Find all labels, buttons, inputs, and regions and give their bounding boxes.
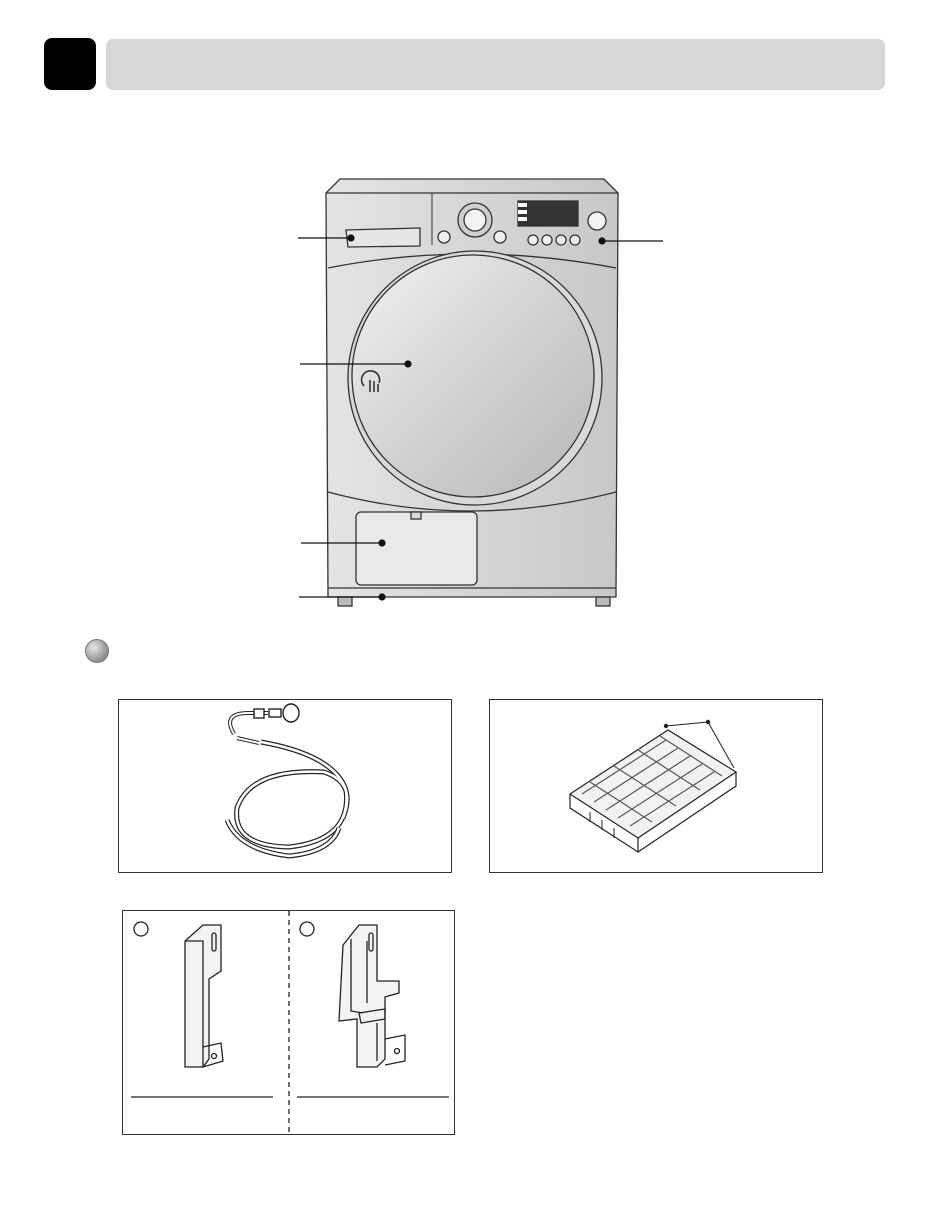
callout-lines bbox=[298, 234, 663, 601]
dryer-door bbox=[347, 250, 603, 506]
dryer-illustration bbox=[298, 178, 663, 607]
grey-ball-bullet-icon bbox=[85, 639, 109, 663]
accessory-drying-rack bbox=[489, 699, 823, 873]
accessory-brackets bbox=[122, 910, 455, 1136]
brackets-illustration bbox=[131, 911, 449, 1136]
header-bar bbox=[106, 39, 885, 90]
accessory-drain-hose bbox=[118, 699, 452, 873]
condenser-cover bbox=[355, 511, 478, 586]
touch-icon bbox=[360, 370, 381, 392]
bracket-option-1-marker bbox=[133, 921, 149, 937]
drain-hose-illustration bbox=[224, 703, 350, 859]
bracket-option-2-marker bbox=[299, 921, 315, 937]
chapter-tab bbox=[44, 38, 96, 90]
drying-rack-illustration bbox=[568, 719, 738, 854]
control-panel bbox=[437, 200, 607, 246]
detergent-drawer-handle bbox=[345, 227, 421, 248]
